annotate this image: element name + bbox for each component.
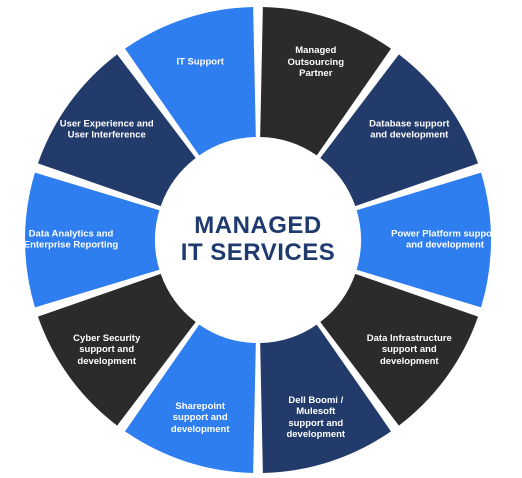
segment-label-4: Data Infrastructure support and developm…: [366, 332, 452, 367]
center-title: MANAGED IT SERVICES: [180, 212, 336, 267]
segment-9: [37, 54, 196, 207]
segment-3: [356, 172, 492, 308]
segment-6: [125, 324, 256, 473]
segment-4: [320, 273, 479, 426]
segment-2: [320, 54, 479, 207]
segment-10: [125, 7, 256, 156]
segment-1: [260, 7, 391, 156]
segment-label-1: Managed Outsourcing Partner: [287, 45, 345, 79]
segment-label-10: IT Support: [176, 56, 224, 68]
center-title-line-1: MANAGED: [194, 212, 322, 240]
segment-7: [37, 273, 196, 426]
segment-label-7: Cyber Security support and development: [73, 332, 141, 367]
segment-label-6: Sharepoint support and development: [170, 400, 230, 435]
segment-label-9: User Experience and User Interference: [59, 118, 154, 142]
segment-5: [260, 324, 391, 473]
segment-label-8: Data Analytics and Enterprise Reporting: [23, 228, 119, 251]
segment-8: [24, 172, 160, 308]
center-title-line-2: IT SERVICES: [180, 239, 336, 266]
segment-label-5: Dell Boomi / Mulesoft support and develo…: [286, 395, 346, 441]
segment-label-2: Database support and development: [369, 118, 450, 142]
segment-label-3: Power Platform support and development: [391, 228, 499, 251]
